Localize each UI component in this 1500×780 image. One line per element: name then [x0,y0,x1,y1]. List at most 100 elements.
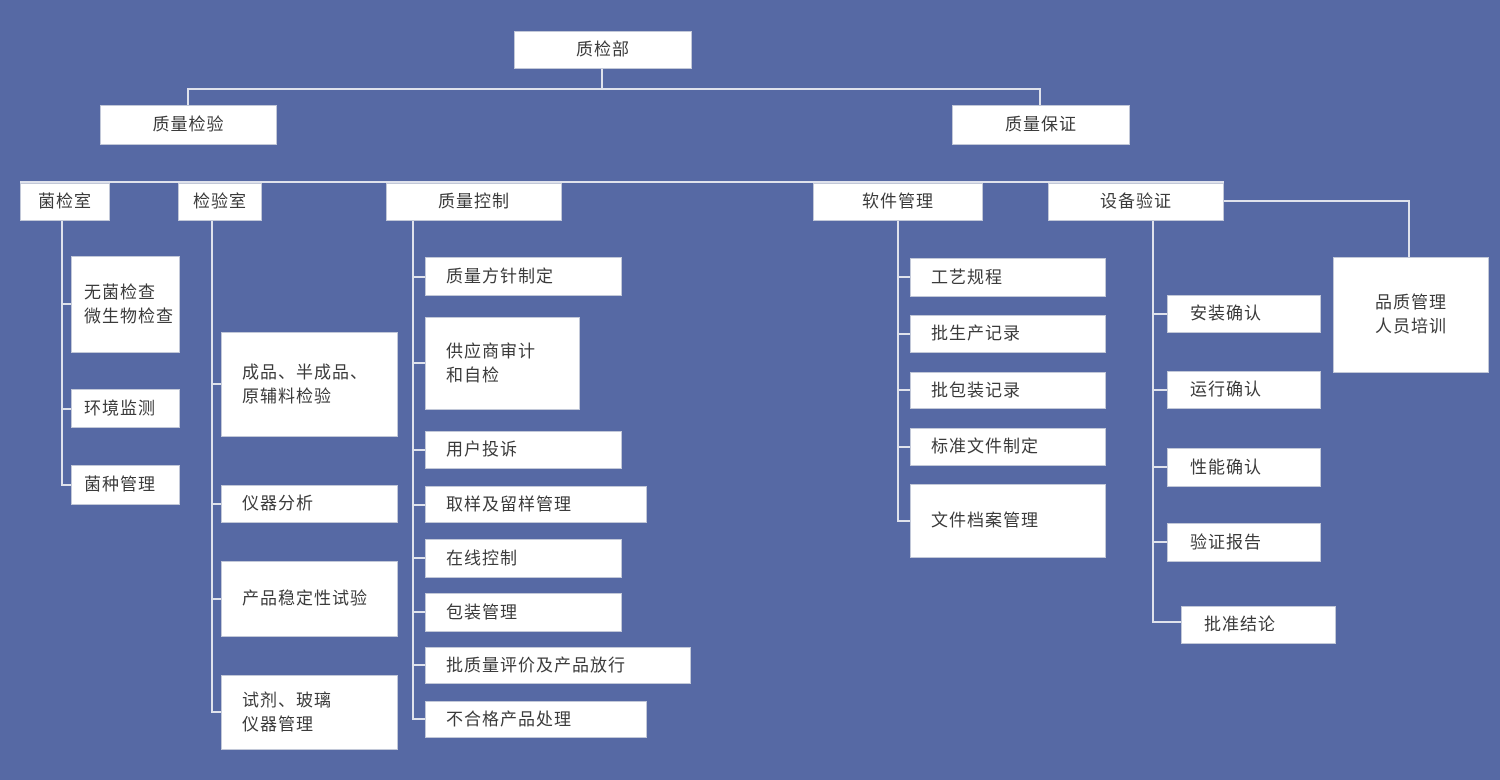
node-batch-release: 批质量评价及产品放行 [425,647,691,684]
node-stability-test-label: 产品稳定性试验 [242,589,368,608]
tick-validation-report [1152,541,1167,543]
tick-installation-q [1152,313,1167,315]
node-operation-q: 运行确认 [1167,371,1321,409]
tick-instrument-analysis [211,503,221,505]
node-stability-test: 产品稳定性试验 [221,561,398,637]
node-nonconforming-label: 不合格产品处理 [446,709,572,729]
connector-level2-bus [187,88,1041,90]
spine-software-mgmt [897,221,899,522]
node-testing-lab-label: 检验室 [193,192,247,211]
node-strain-mgmt-label: 菌种管理 [84,475,156,494]
spine-bacteria-lab [61,221,63,486]
tick-strain-mgmt [61,484,71,486]
spine-equipment-validation [1152,221,1154,623]
node-instrument-analysis-label: 仪器分析 [242,494,314,513]
node-equipment-validation: 设备验证 [1048,183,1224,221]
node-env-monitoring: 环境监测 [71,389,180,428]
node-quality-control-label: 质量控制 [438,192,510,211]
tick-batch-packaging-records [897,389,910,391]
node-bacteria-lab-label: 菌检室 [38,192,92,211]
tick-approval-conclusion [1152,621,1181,623]
node-performance-q: 性能确认 [1167,448,1321,487]
node-quality-policy-label: 质量方针制定 [446,266,554,286]
node-quality-dept-label: 质检部 [576,40,630,59]
node-product-inspection-line1: 成品、半成品、 [242,362,368,382]
spine-quality-control [412,221,414,720]
node-document-archives: 文件档案管理 [910,484,1106,558]
tick-operation-q [1152,389,1167,391]
node-sampling-retention: 取样及留样管理 [425,486,647,523]
node-batch-packaging-records: 批包装记录 [910,372,1106,409]
node-batch-release-label: 批质量评价及产品放行 [446,655,626,675]
connector-equipment-to-training [1222,200,1410,202]
tick-product-inspection [211,383,221,385]
tick-process-regulations [897,276,910,278]
tick-reagent-glassware [211,711,221,713]
connector-level3-bus [20,181,1224,183]
node-operation-q-label: 运行确认 [1190,380,1262,399]
node-sampling-retention-label: 取样及留样管理 [446,494,572,514]
node-user-complaints-label: 用户投诉 [446,440,518,459]
node-standard-docs-label: 标准文件制定 [931,437,1039,456]
node-installation-q-label: 安装确认 [1190,304,1262,323]
connector-quality-inspection-drop [187,88,189,106]
node-validation-report-label: 验证报告 [1190,532,1262,552]
node-process-regulations: 工艺规程 [910,258,1106,297]
node-online-control-label: 在线控制 [446,548,518,568]
node-supplier-audit-line1: 供应商审计 [446,341,536,361]
node-instrument-analysis: 仪器分析 [221,485,398,523]
node-online-control: 在线控制 [425,539,622,578]
node-reagent-glassware-line2: 仪器管理 [242,714,314,734]
tick-batch-production-records [897,333,910,335]
node-sterile-check-line1: 无菌检查 [84,282,156,302]
connector-root-drop [601,69,603,89]
node-nonconforming: 不合格产品处理 [425,701,647,738]
spine-testing-lab [211,221,213,713]
node-quality-dept: 质检部 [514,31,692,69]
node-sterile-check-line2: 微生物检查 [84,306,174,326]
tick-env-monitoring [61,408,71,410]
node-product-inspection-line2: 原辅料检验 [242,386,332,406]
tick-performance-q [1152,466,1167,468]
node-env-monitoring-label: 环境监测 [84,398,156,418]
tick-packaging-mgmt [412,611,425,613]
node-sterile-check: 无菌检查 微生物检查 [71,256,180,353]
node-reagent-glassware: 试剂、玻璃 仪器管理 [221,675,398,750]
node-quality-policy: 质量方针制定 [425,257,622,296]
tick-document-archives [897,520,910,522]
node-supplier-audit-line2: 和自检 [446,365,500,385]
node-batch-production-records-label: 批生产记录 [931,324,1021,343]
node-batch-production-records: 批生产记录 [910,315,1106,353]
node-quality-inspection: 质量检验 [100,105,277,145]
node-strain-mgmt: 菌种管理 [71,465,180,505]
connector-quality-assurance-drop [1039,88,1041,106]
node-approval-conclusion: 批准结论 [1181,606,1336,644]
tick-user-complaints [412,449,425,451]
node-bacteria-lab: 菌检室 [20,183,110,221]
node-software-mgmt: 软件管理 [813,183,983,221]
node-product-inspection: 成品、半成品、 原辅料检验 [221,332,398,437]
node-standard-docs: 标准文件制定 [910,428,1106,466]
node-performance-q-label: 性能确认 [1190,457,1262,477]
node-equipment-validation-label: 设备验证 [1100,192,1172,211]
tick-supplier-audit [412,362,425,364]
node-batch-packaging-records-label: 批包装记录 [931,380,1021,400]
node-personnel-training-line1: 品质管理 [1375,293,1447,312]
tick-sampling-retention [412,504,425,506]
connector-training-drop [1408,200,1410,258]
node-testing-lab: 检验室 [178,183,262,221]
node-document-archives-label: 文件档案管理 [931,511,1039,530]
tick-sterile-check [61,303,71,305]
node-quality-inspection-label: 质量检验 [152,115,225,134]
node-installation-q: 安装确认 [1167,295,1321,333]
node-supplier-audit: 供应商审计 和自检 [425,317,580,410]
node-process-regulations-label: 工艺规程 [931,267,1003,287]
node-reagent-glassware-line1: 试剂、玻璃 [242,690,332,710]
node-quality-control: 质量控制 [386,183,562,221]
node-personnel-training-line2: 人员培训 [1375,317,1447,336]
tick-batch-release [412,664,425,666]
node-quality-assurance: 质量保证 [952,105,1130,145]
node-personnel-training: 品质管理 人员培训 [1333,257,1489,373]
node-user-complaints: 用户投诉 [425,431,622,469]
node-packaging-mgmt-label: 包装管理 [446,602,518,622]
